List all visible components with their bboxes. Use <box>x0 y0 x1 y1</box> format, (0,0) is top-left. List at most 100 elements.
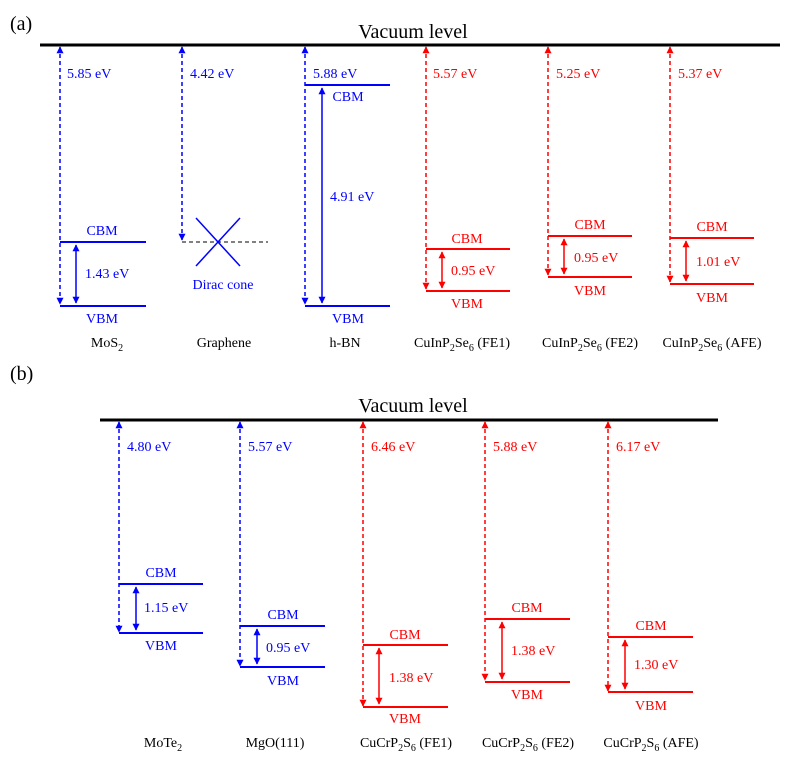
material-name: CuInP2Se6 (FE2) <box>542 336 638 354</box>
material-mgo111: 5.57 eV CBM VBM 0.95 eV MgO(111) <box>236 421 325 751</box>
material-cucrp2s6-fe1: 6.46 eV CBM VBM 1.38 eV CuCrP2S6 (FE1) <box>359 421 453 754</box>
name-part: Graphene <box>197 336 251 351</box>
name-part: (AFE) <box>722 336 762 351</box>
name-subscript: 2 <box>450 343 455 354</box>
material-mote2: 4.80 eV CBM VBM 1.15 eV MoTe2 <box>115 421 203 754</box>
name-part: CuCrP <box>603 736 641 751</box>
name-part: (FE2) <box>602 336 639 351</box>
band-gap-label: 1.38 eV <box>389 671 433 686</box>
material-name: MoTe2 <box>144 736 182 754</box>
work-function-label: 5.57 eV <box>248 440 292 455</box>
band-gap-label: 1.01 eV <box>696 255 740 270</box>
name-part: (FE2) <box>538 736 575 751</box>
band-gap-label: 1.38 eV <box>511 644 555 659</box>
name-subscript: 2 <box>698 343 703 354</box>
material-name: CuInP2Se6 (AFE) <box>662 336 761 354</box>
cbm-label: CBM <box>389 628 421 643</box>
name-subscript: 2 <box>642 743 647 754</box>
panel-b-vacuum-label: Vacuum level <box>358 395 468 417</box>
vbm-label: VBM <box>635 699 667 714</box>
name-part: CuCrP <box>482 736 520 751</box>
band-gap-label: 1.15 eV <box>144 601 188 616</box>
name-part: h-BN <box>329 336 360 351</box>
work-function-label: 6.17 eV <box>616 440 660 455</box>
material-cuinp2se6-fe2: 5.25 eV CBM VBM 0.95 eV CuInP2Se6 (FE2) <box>542 46 638 354</box>
panel-a-vacuum-label: Vacuum level <box>358 21 468 43</box>
cbm-label: CBM <box>267 608 299 623</box>
work-function-label: 6.46 eV <box>371 440 415 455</box>
name-subscript: 6 <box>411 743 416 754</box>
work-function-label: 5.88 eV <box>313 67 357 82</box>
name-part: Se <box>455 336 469 351</box>
panel-a: (a) Vacuum level 5.85 eV CBM VBM 1.43 eV… <box>10 13 780 354</box>
material-name: MoS2 <box>91 336 123 354</box>
material-cucrp2s6-afe: 6.17 eV CBM VBM 1.30 eV CuCrP2S6 (AFE) <box>603 421 699 754</box>
name-subscript: 2 <box>398 743 403 754</box>
vbm-label: VBM <box>574 284 606 299</box>
name-subscript: 6 <box>597 343 602 354</box>
material-hbn: 5.88 eV CBM VBM 4.91 eV h-BN <box>301 46 390 351</box>
band-gap-label: 0.95 eV <box>451 264 495 279</box>
cbm-label: CBM <box>574 218 606 233</box>
name-part: MoS <box>91 336 118 351</box>
name-subscript: 2 <box>177 743 182 754</box>
band-gap-label: 4.91 eV <box>330 190 374 205</box>
cbm-label: CBM <box>451 232 483 247</box>
material-name: Graphene <box>197 336 251 351</box>
panel-b-label: (b) <box>10 363 33 385</box>
material-name: h-BN <box>329 336 360 351</box>
name-part: S <box>647 736 655 751</box>
cbm-label: CBM <box>635 619 667 634</box>
panel-b: (b) Vacuum level 4.80 eV CBM VBM 1.15 eV… <box>10 363 718 754</box>
work-function-label: 5.85 eV <box>67 67 111 82</box>
band-gap-label: 0.95 eV <box>574 251 618 266</box>
material-name: CuCrP2S6 (AFE) <box>603 736 699 754</box>
name-part: (FE1) <box>416 736 453 751</box>
name-subscript: 6 <box>654 743 659 754</box>
work-function-label: 4.80 eV <box>127 440 171 455</box>
cbm-label: CBM <box>696 220 728 235</box>
vbm-label: VBM <box>145 639 177 654</box>
vbm-label: VBM <box>332 312 364 327</box>
cbm-label: CBM <box>86 224 118 239</box>
work-function-label: 5.37 eV <box>678 67 722 82</box>
cbm-label: CBM <box>511 601 543 616</box>
vbm-label: VBM <box>511 688 543 703</box>
name-subscript: 2 <box>520 743 525 754</box>
band-gap-label: 0.95 eV <box>266 641 310 656</box>
material-name: MgO(111) <box>246 736 305 751</box>
name-part: CuInP <box>662 336 698 351</box>
material-name: CuCrP2S6 (FE2) <box>482 736 574 754</box>
material-mos2: 5.85 eV CBM VBM 1.43 eV MoS2 <box>56 46 146 354</box>
work-function-label: 5.88 eV <box>493 440 537 455</box>
name-subscript: 6 <box>533 743 538 754</box>
band-gap-label: 1.30 eV <box>634 658 678 673</box>
work-function-label: 5.57 eV <box>433 67 477 82</box>
material-graphene: 4.42 eV Dirac cone Graphene <box>178 46 268 351</box>
name-part: (FE1) <box>474 336 511 351</box>
name-part: CuCrP <box>360 736 398 751</box>
name-subscript: 2 <box>578 343 583 354</box>
name-part: CuInP <box>542 336 578 351</box>
name-part: Se <box>703 336 717 351</box>
name-part: CuInP <box>414 336 450 351</box>
name-part: MgO(111) <box>246 736 305 751</box>
name-part: S <box>403 736 411 751</box>
vbm-label: VBM <box>267 674 299 689</box>
name-part: MoTe <box>144 736 177 751</box>
material-cuinp2se6-fe1: 5.57 eV CBM VBM 0.95 eV CuInP2Se6 (FE1) <box>414 46 510 354</box>
name-subscript: 2 <box>118 343 123 354</box>
vbm-label: VBM <box>86 312 118 327</box>
cbm-label: CBM <box>332 90 364 105</box>
band-gap-label: 1.43 eV <box>85 267 129 282</box>
work-function-label: 4.42 eV <box>190 67 234 82</box>
name-subscript: 6 <box>469 343 474 354</box>
dirac-cone-label: Dirac cone <box>192 278 253 293</box>
vbm-label: VBM <box>451 297 483 312</box>
material-cuinp2se6-afe: 5.37 eV CBM VBM 1.01 eV CuInP2Se6 (AFE) <box>662 46 762 354</box>
material-name: CuInP2Se6 (FE1) <box>414 336 510 354</box>
name-subscript: 6 <box>717 343 722 354</box>
material-cucrp2s6-fe2: 5.88 eV CBM VBM 1.38 eV CuCrP2S6 (FE2) <box>481 421 574 754</box>
